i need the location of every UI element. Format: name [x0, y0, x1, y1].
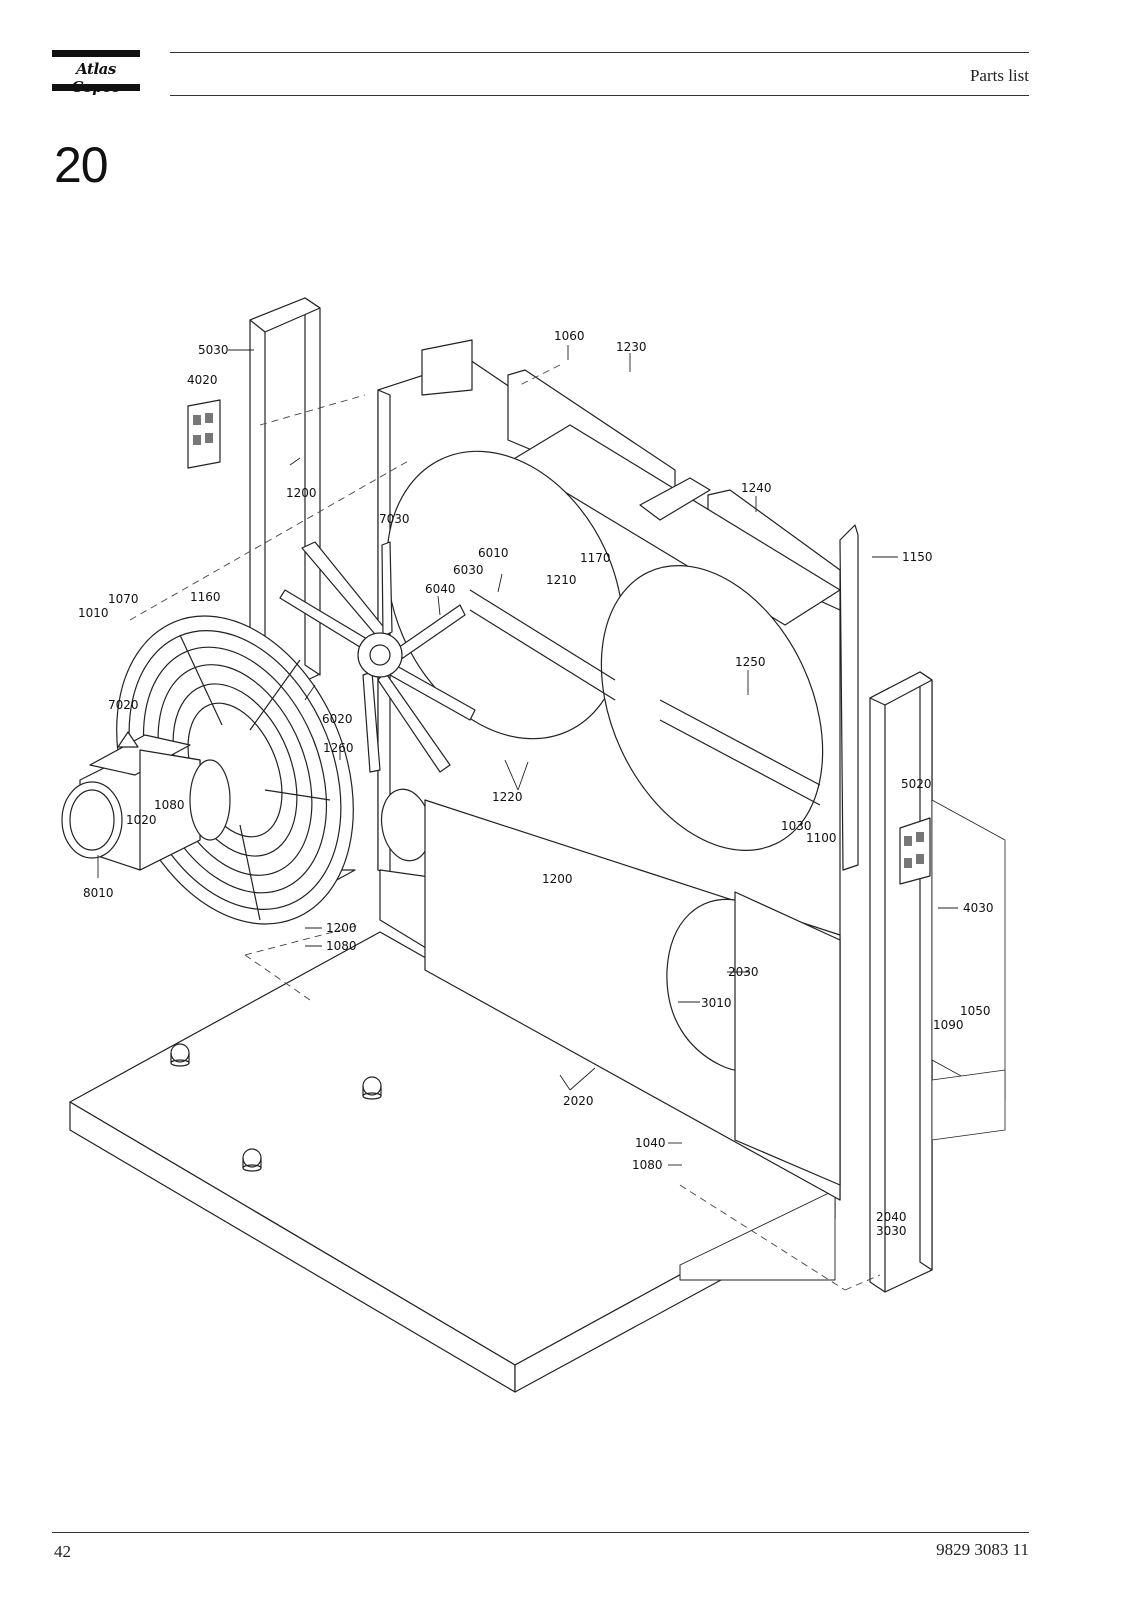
decal-4020: [187, 399, 221, 469]
callout-1200: 1200: [286, 486, 317, 500]
callout-1060: 1060: [554, 329, 585, 343]
assembly-lines: [129, 364, 881, 1291]
callout-7020: 7020: [108, 698, 139, 712]
callout-1170: 1170: [580, 551, 611, 565]
footer-rule: [52, 1532, 1029, 1533]
callout-1260: 1260: [323, 741, 354, 755]
base-frame: [69, 931, 836, 1393]
lower-panel: [379, 799, 841, 1201]
callout-1240: 1240: [741, 481, 772, 495]
callout-labels: 5030 4020 1200 7030 1060 1230 1240 1150 …: [78, 329, 994, 1238]
callout-6040: 6040: [425, 582, 456, 596]
callout-8010: 8010: [83, 886, 114, 900]
header-rule-bottom: [170, 95, 1029, 96]
callout-1070: 1070: [108, 592, 139, 606]
callout-1200: 1200: [326, 921, 357, 935]
callout-5020: 5020: [901, 777, 932, 791]
callout-1010: 1010: [78, 606, 109, 620]
callout-1200: 1200: [542, 872, 573, 886]
callout-1100: 1100: [806, 831, 837, 845]
atlas-copco-logo: Atlas Copco: [52, 50, 140, 96]
callout-7030: 7030: [379, 512, 410, 526]
callout-4020: 4020: [187, 373, 218, 387]
callout-1210: 1210: [546, 573, 577, 587]
leader-lines: [97, 345, 958, 1166]
header-rule-top: [170, 52, 1029, 53]
callout-4030: 4030: [963, 901, 994, 915]
callout-1080: 1080: [632, 1158, 663, 1172]
callout-1160: 1160: [190, 590, 221, 604]
document-number: 9829 3083 11: [936, 1540, 1029, 1559]
callout-2040: 2040: [876, 1210, 907, 1224]
callout-3010: 3010: [701, 996, 732, 1010]
callout-3030: 3030: [876, 1224, 907, 1238]
radiator-panel: [377, 339, 841, 936]
decal-5020: [899, 817, 931, 885]
callout-1080: 1080: [326, 939, 357, 953]
fan-impeller: [279, 541, 476, 773]
callout-1250: 1250: [735, 655, 766, 669]
callout-1040: 1040: [635, 1136, 666, 1150]
callout-1220: 1220: [492, 790, 523, 804]
callout-1030: 1030: [781, 819, 812, 833]
exploded-parts-drawing: 5030 4020 1200 7030 1060 1230 1240 1150 …: [50, 280, 1030, 1430]
section-number: 20: [54, 137, 109, 193]
callout-6010: 6010: [478, 546, 509, 560]
callout-1090: 1090: [933, 1018, 964, 1032]
callout-1080: 1080: [154, 798, 185, 812]
logo-bar-bottom: [52, 84, 140, 91]
callout-5030: 5030: [198, 343, 229, 357]
page-number: 42: [54, 1542, 71, 1561]
right-upright: [839, 524, 1006, 1293]
callout-1230: 1230: [616, 340, 647, 354]
callout-1050: 1050: [960, 1004, 991, 1018]
callout-6030: 6030: [453, 563, 484, 577]
drawing-svg: 5030 4020 1200 7030 1060 1230 1240 1150 …: [61, 297, 1006, 1393]
header-label: Parts list: [969, 66, 1029, 85]
callout-2020: 2020: [563, 1094, 594, 1108]
callout-2030: 2030: [728, 965, 759, 979]
callout-1020: 1020: [126, 813, 157, 827]
callout-6020: 6020: [322, 712, 353, 726]
motor: [61, 731, 231, 871]
logo-bar-top: [52, 50, 140, 57]
callout-1150: 1150: [902, 550, 933, 564]
